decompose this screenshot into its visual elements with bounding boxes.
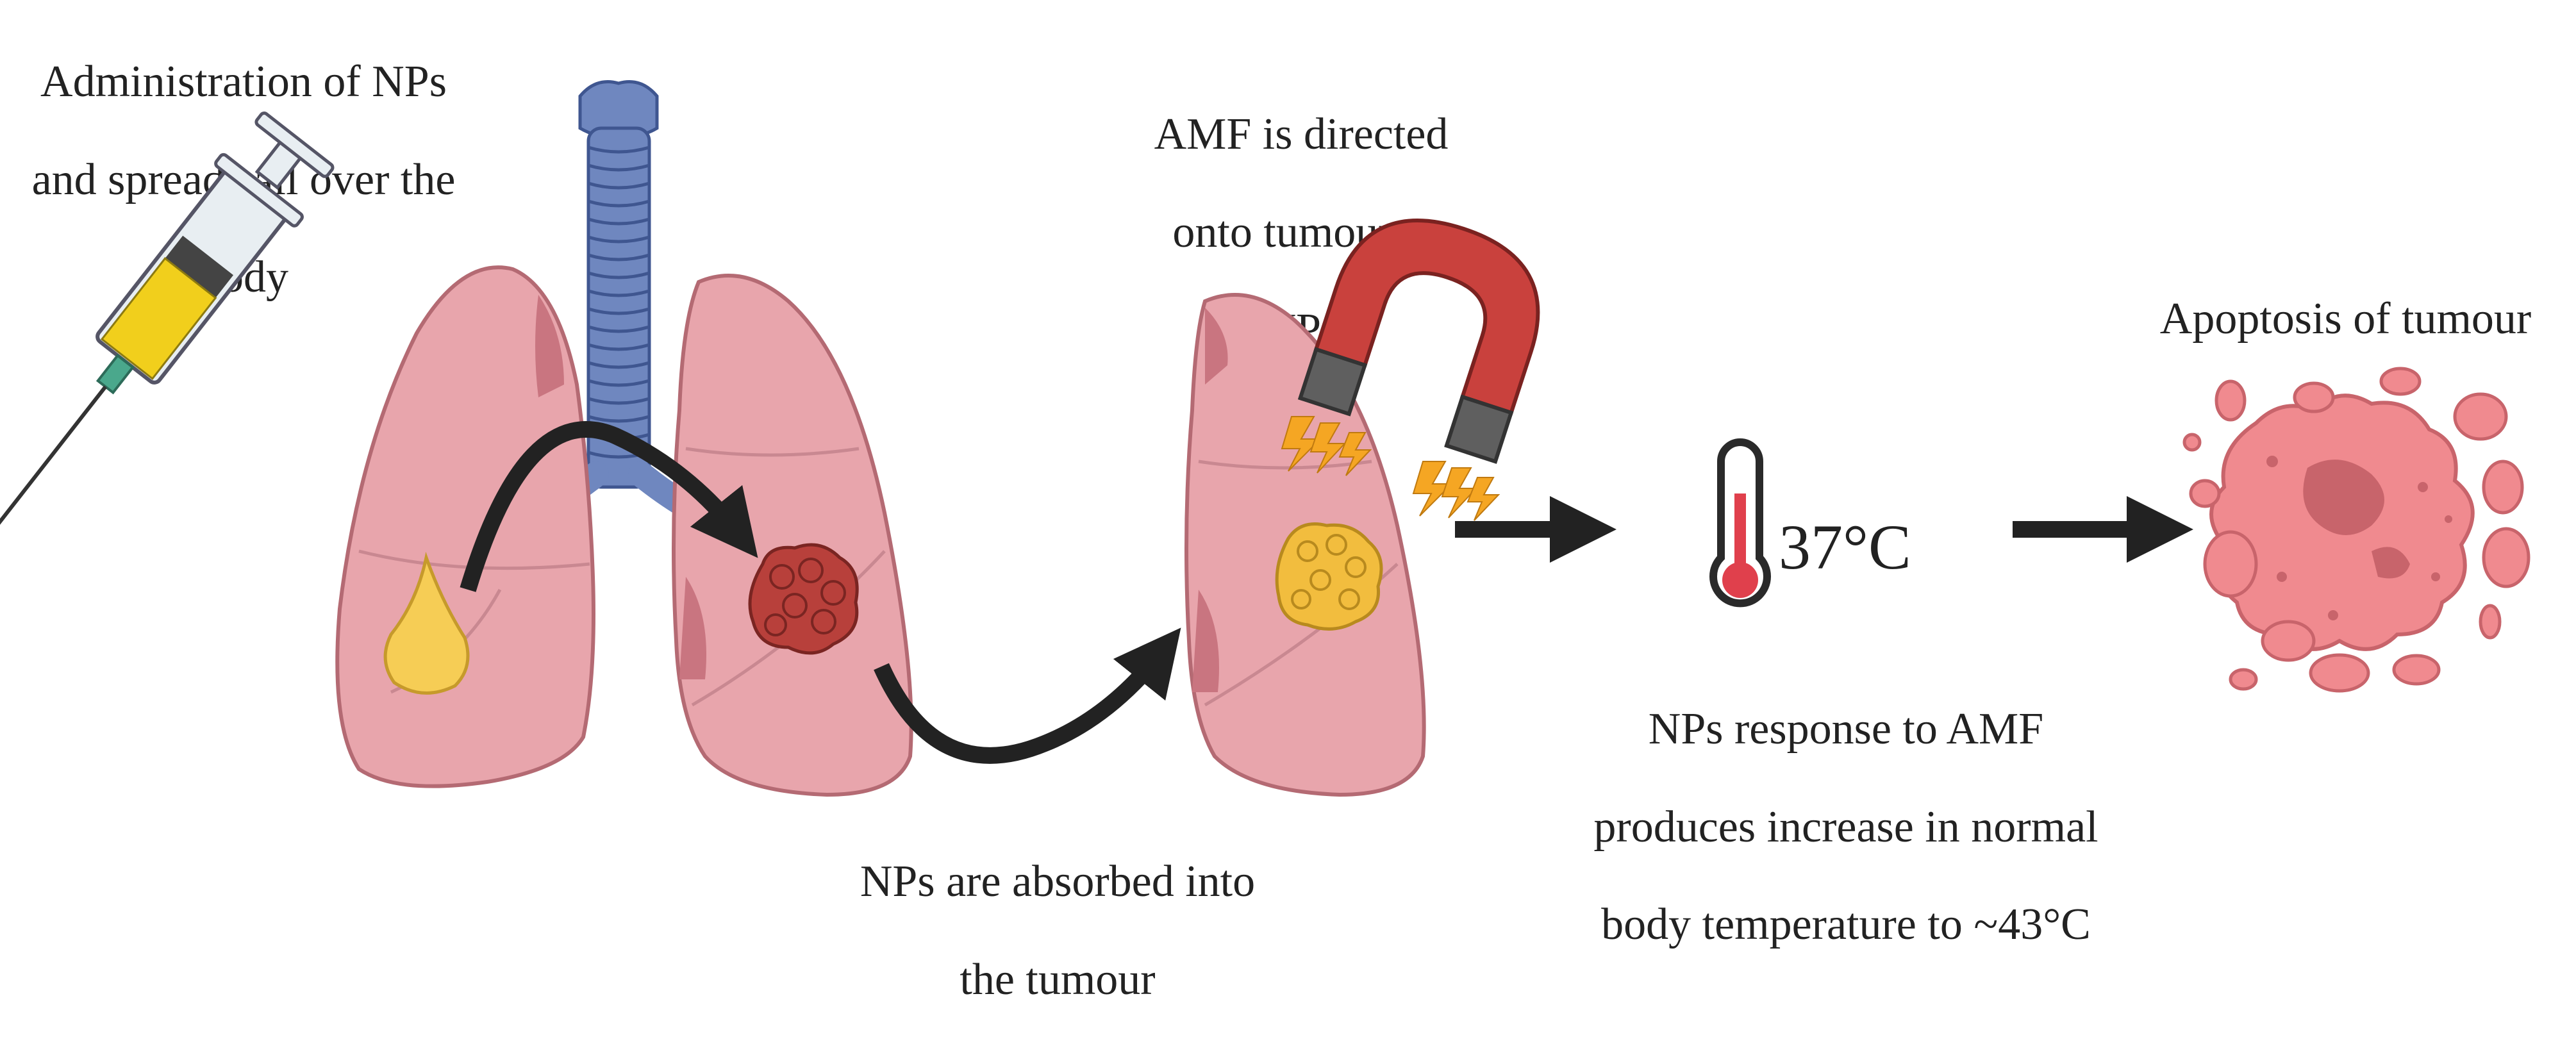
syringe-icon: [0, 112, 335, 529]
trachea-ring: [588, 199, 650, 208]
trachea-ring: [588, 181, 650, 190]
trachea-ring: [588, 145, 650, 154]
trachea-ring: [588, 253, 650, 261]
diagram: Administration of NPs and spreads all ov…: [0, 57, 2532, 1004]
magnet-icon: [1297, 219, 1540, 464]
trachea-ring: [588, 307, 650, 315]
trachea-ring: [588, 415, 650, 423]
caption-apoptosis: Apoptosis of tumour: [2159, 294, 2532, 344]
nanoparticle-drop-icon: [383, 551, 470, 695]
trachea-ring: [588, 379, 650, 387]
arrow-icon: [874, 627, 1181, 764]
trachea-ring: [588, 235, 650, 244]
tumour-icon: [748, 543, 859, 655]
trachea-ring: [588, 163, 650, 172]
trachea-ring: [588, 289, 650, 297]
thermometer-icon: [1709, 438, 1771, 608]
apoptotic-cell-icon: [2182, 367, 2530, 693]
lightning-icon: [1281, 416, 1500, 521]
trachea-ring: [588, 271, 650, 279]
trachea-ring: [588, 217, 650, 226]
temperature-label: 37°C: [1779, 511, 1911, 583]
trachea-ring: [588, 343, 650, 351]
diagram-artwork: [0, 80, 2530, 797]
arrow-icon: [460, 421, 758, 592]
lung-right: [672, 274, 913, 797]
lung-amf: [1184, 293, 1426, 797]
tumour-with-nanoparticles-icon: [1275, 522, 1383, 631]
trachea-ring: [588, 325, 650, 333]
trachea-ring: [588, 361, 650, 369]
trachea-ring: [588, 397, 650, 405]
